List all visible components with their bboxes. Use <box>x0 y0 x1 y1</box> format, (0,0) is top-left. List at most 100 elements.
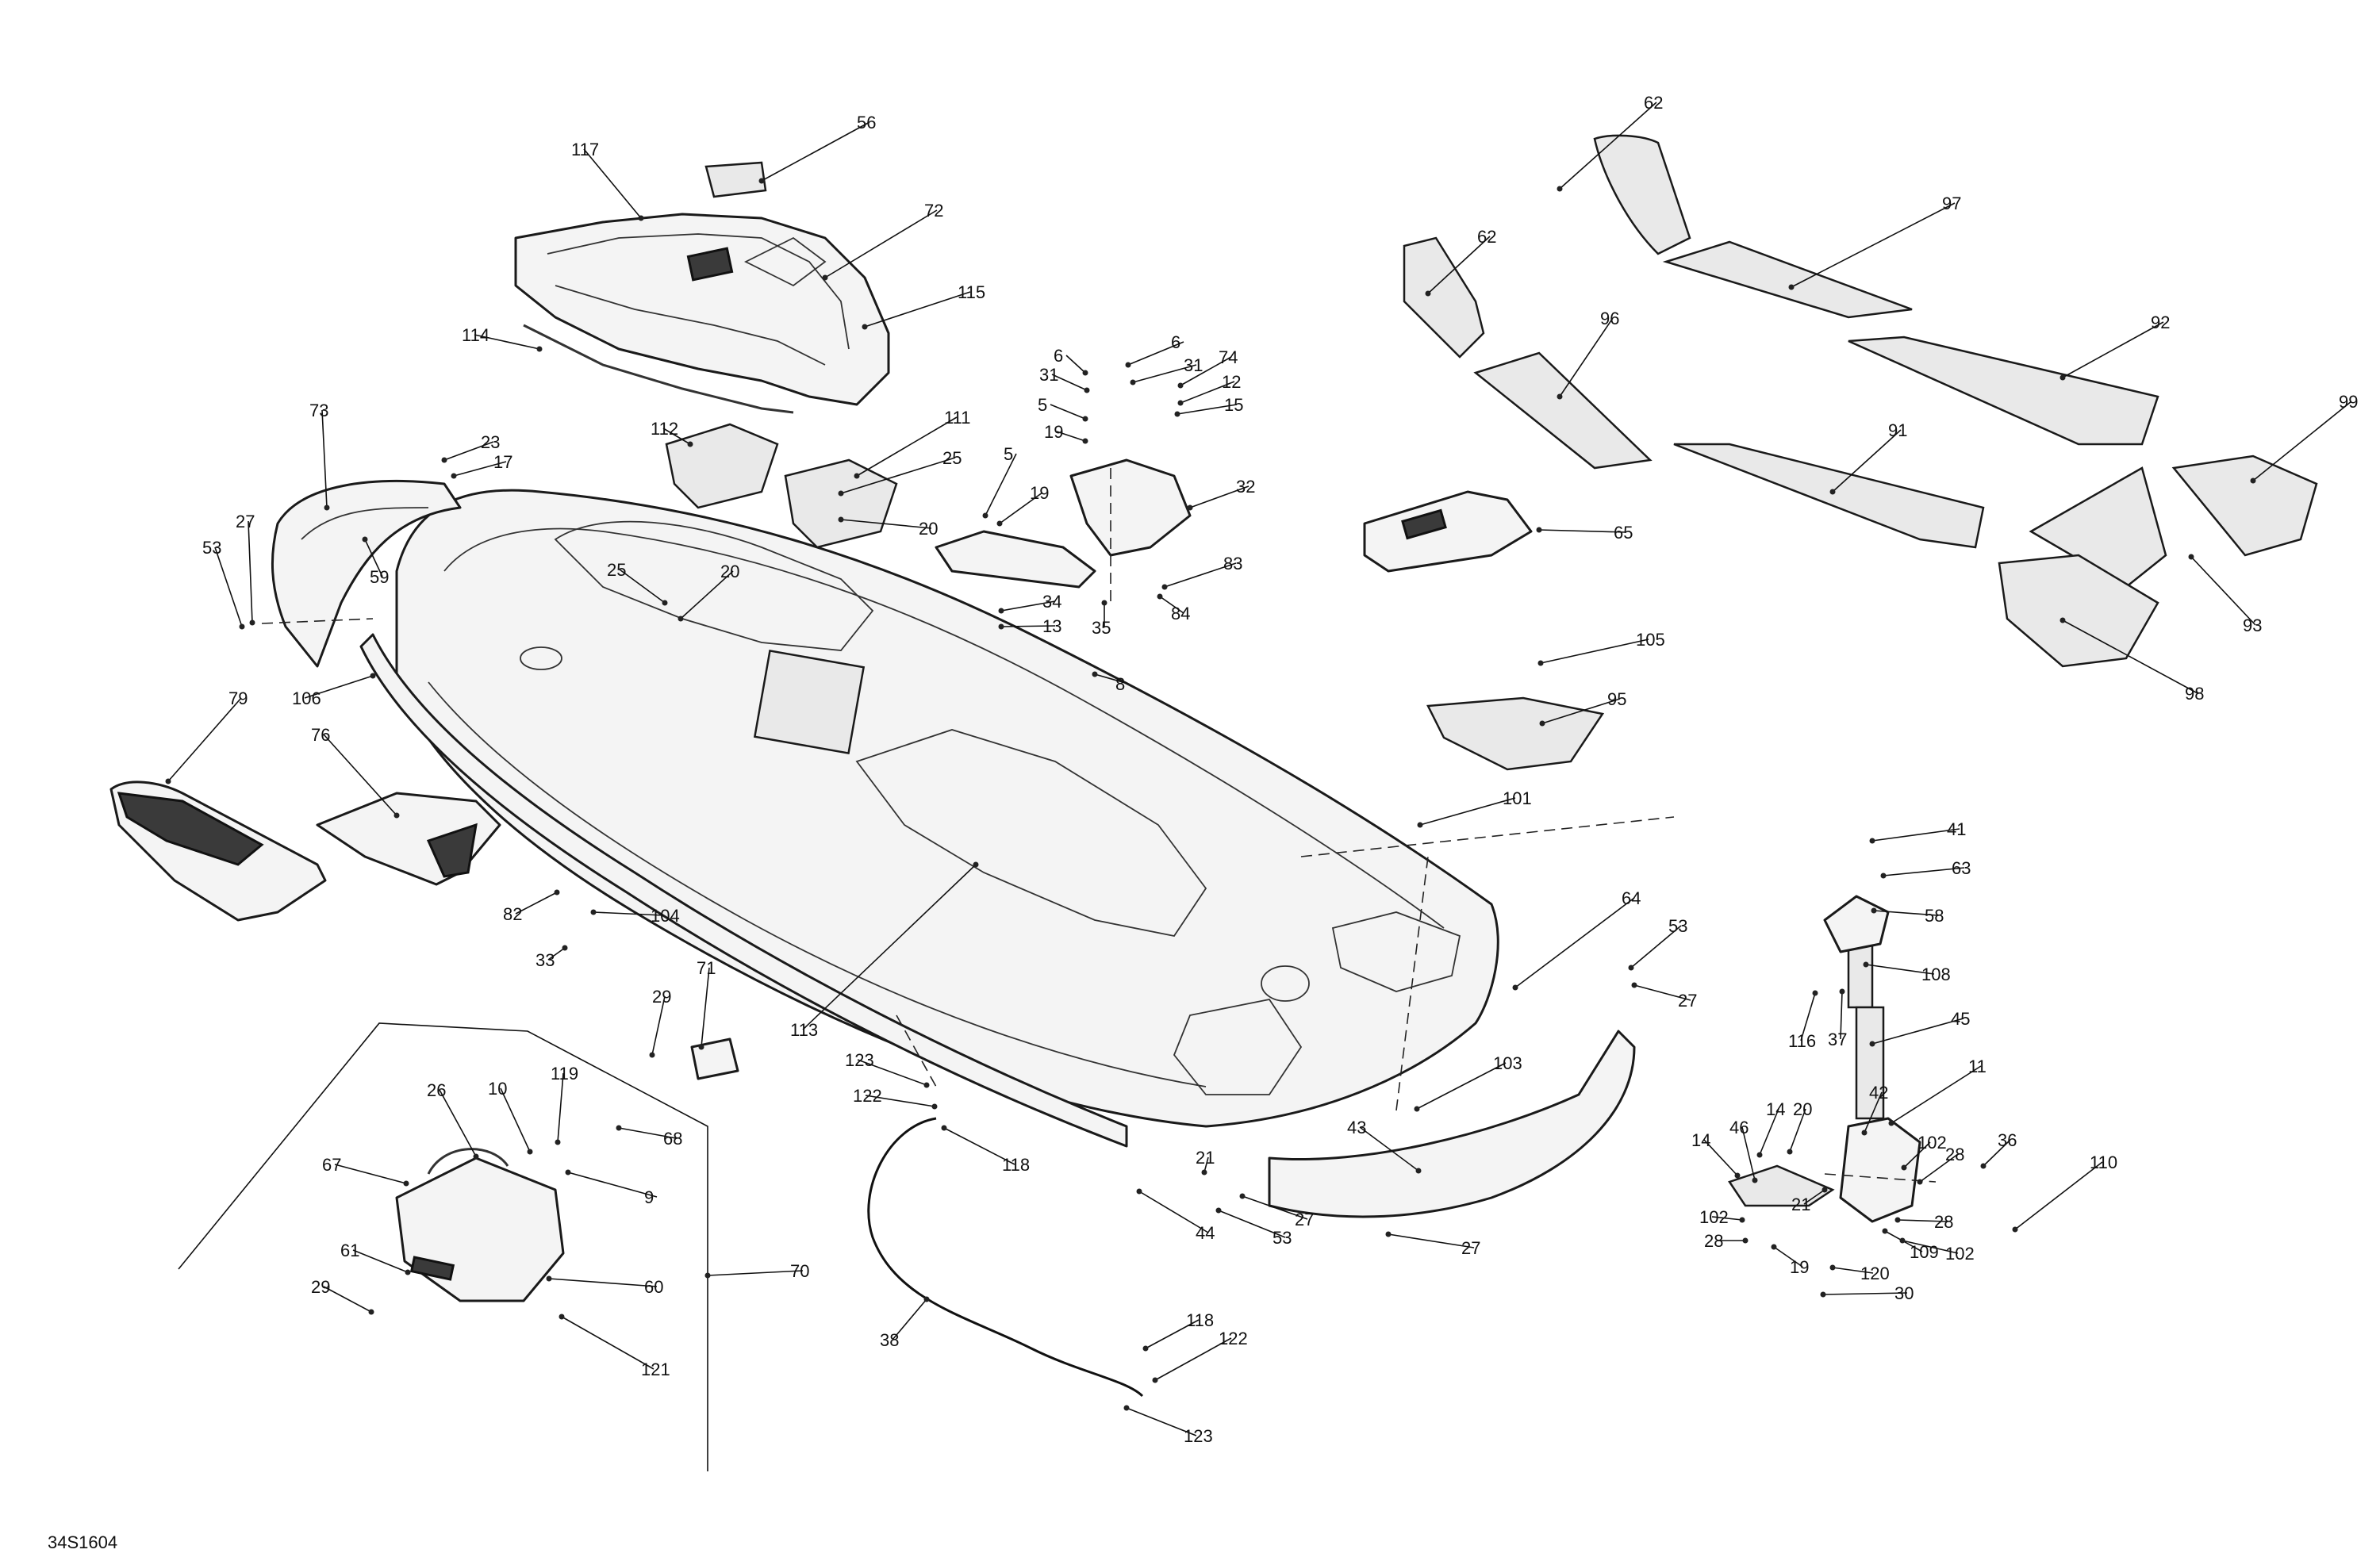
leader-line <box>439 1089 477 1157</box>
leader-line <box>864 291 971 328</box>
fastener-point <box>165 778 171 784</box>
leader-line <box>443 441 494 461</box>
leader-line <box>701 967 710 1048</box>
callout-number: 36 <box>1998 1130 2017 1150</box>
leader-line <box>1094 673 1129 685</box>
fastener-point <box>687 441 693 447</box>
leader-line <box>474 334 540 350</box>
leader-line <box>2190 556 2256 626</box>
leader-line <box>1514 897 1635 988</box>
callout-number: 6 <box>1054 346 1063 366</box>
fastener-point <box>362 536 368 543</box>
leader-line <box>1540 639 1649 664</box>
fastener-point <box>838 490 844 497</box>
leader-line <box>680 570 734 619</box>
callout-number: 20 <box>919 519 938 539</box>
fastener-point <box>1239 1193 1246 1199</box>
fastener-point <box>1177 400 1184 406</box>
fastener-point <box>1130 379 1136 385</box>
leader-line <box>1791 202 1956 288</box>
callout-number: 95 <box>1607 689 1626 709</box>
callout-number: 65 <box>1614 523 1633 543</box>
callout-number: 20 <box>720 562 739 581</box>
leader-line <box>1050 404 1086 420</box>
fastener-point <box>559 1314 565 1320</box>
fastener-point <box>368 1309 374 1315</box>
fastener-point <box>249 619 255 626</box>
fastener-point <box>2188 554 2194 560</box>
fastener-point <box>555 1139 561 1145</box>
leader-line <box>1630 925 1682 968</box>
fastener-point <box>1756 1152 1763 1158</box>
leader-line <box>802 864 977 1030</box>
callout-number: 33 <box>536 950 555 970</box>
callout-number: 72 <box>924 201 943 221</box>
leader-line <box>1419 797 1516 826</box>
fastener-point <box>2012 1226 2018 1233</box>
fastener-point <box>931 1103 938 1110</box>
callout-number: 98 <box>2185 684 2204 704</box>
fastener-point <box>1882 1228 1888 1234</box>
leader-line <box>1711 1216 1743 1221</box>
fastener-point <box>923 1082 930 1088</box>
leader-line <box>1180 356 1232 386</box>
fastener-point <box>1869 1041 1875 1047</box>
callout-number: 31 <box>1039 365 1058 385</box>
callout-number: 29 <box>311 1277 330 1297</box>
leader-line <box>561 1316 654 1370</box>
fastener-point <box>2059 374 2066 381</box>
callout-number: 73 <box>309 401 328 420</box>
leader-line <box>1177 404 1238 415</box>
leader-line <box>761 121 870 182</box>
leader-line <box>857 1059 927 1086</box>
fastener-point <box>1788 284 1795 290</box>
callout-number: 19 <box>1044 422 1063 442</box>
leader-line <box>352 1249 409 1273</box>
fastener-point <box>1888 1120 1894 1126</box>
callout-number: 11 <box>1968 1057 1987 1076</box>
callout-number: 53 <box>1273 1228 1292 1248</box>
fastener-point <box>393 812 400 819</box>
callout-number: 53 <box>202 538 221 558</box>
leader-line <box>985 453 1017 516</box>
fastener-point <box>1415 1168 1422 1174</box>
document-id: 34S1604 <box>48 1532 117 1552</box>
fastener-point <box>1136 1188 1142 1195</box>
callout-number: 10 <box>488 1079 507 1099</box>
leader-line <box>892 1298 927 1340</box>
callout-number: 68 <box>663 1129 682 1149</box>
fastener-point <box>1539 720 1545 727</box>
callout-number: 58 <box>1925 906 1944 926</box>
callout-number: 37 <box>1828 1030 1847 1049</box>
fastener-point <box>405 1269 411 1275</box>
fastener-point <box>1771 1244 1777 1250</box>
fastener-point <box>1201 1169 1207 1176</box>
leader-line <box>2014 1161 2103 1230</box>
front-storage-frame <box>514 213 890 406</box>
leader-line <box>1919 1153 1959 1183</box>
leader-line <box>1803 1189 1825 1205</box>
fastener-point <box>2250 478 2256 484</box>
side-vent <box>316 792 501 886</box>
callout-number: 19 <box>1790 1257 1809 1277</box>
fastener-point <box>1177 382 1184 389</box>
callout-number: 53 <box>1668 916 1687 936</box>
callout-number: 35 <box>1092 618 1111 638</box>
fastener-point <box>1161 584 1168 590</box>
fastener-point <box>758 178 765 184</box>
leader-line <box>1180 381 1235 404</box>
part-56-cover <box>704 161 767 198</box>
leader-line <box>321 409 328 508</box>
callout-number: 38 <box>880 1330 899 1350</box>
leader-line <box>2062 321 2164 378</box>
fastener-point <box>1980 1163 1987 1169</box>
leader-line <box>1132 364 1197 383</box>
callout-number: 83 <box>1223 554 1242 573</box>
callout-number: 32 <box>1236 477 1255 497</box>
fastener-point <box>1425 290 1431 297</box>
fastener-point <box>998 608 1004 614</box>
leader-line <box>1840 991 1843 1040</box>
callout-number: 120 <box>1860 1264 1890 1283</box>
callout-number: 8 <box>1115 674 1125 694</box>
callout-number: 113 <box>790 1020 818 1040</box>
